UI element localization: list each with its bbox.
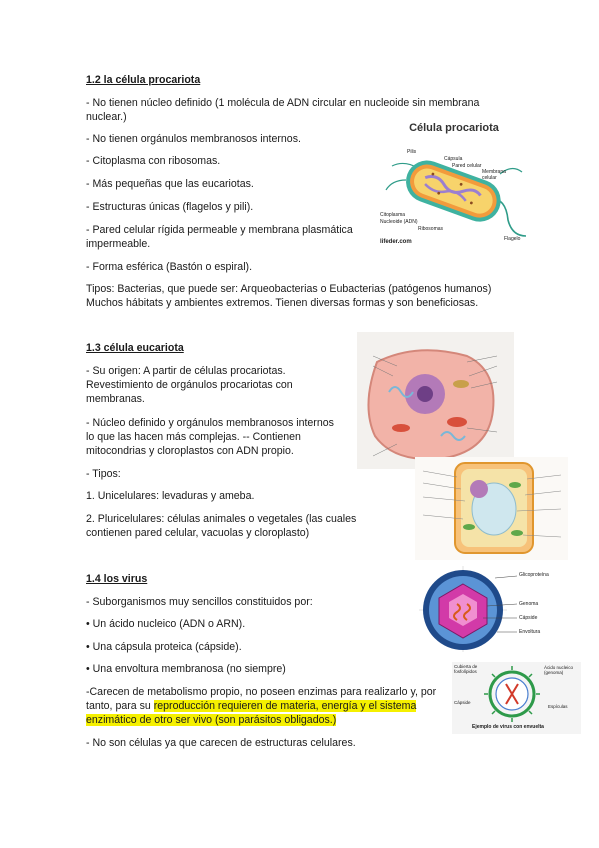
procariota-line-8b: Muchos hábitats y ambientes extremos. Ti… <box>86 297 479 309</box>
eucariota-line-4: 1. Unicelulares: levaduras y ameba. <box>86 490 255 502</box>
enveloped-virus-figure: Cubierta de fosfolípidos Ácido nucleico … <box>452 662 581 734</box>
label-pared: Pared celular <box>452 163 482 169</box>
virus-bullet-3: • Una envoltura membranosa (no siempre) <box>86 663 286 675</box>
procariota-line-7: - Forma esférica (Bastón o espiral). <box>86 261 253 273</box>
virus-line-2c: enzimático de otro ser vivo (son parásit… <box>86 713 337 727</box>
eucariota-line-5b: contienen pared celular, vacuolas y clor… <box>86 527 310 539</box>
section-heading-virus: 1.4 los virus <box>86 573 148 585</box>
virus-label-envoltura: Envoltura <box>519 629 541 635</box>
animal-cell-figure <box>357 332 514 469</box>
procariota-line-6b: impermeable. <box>86 238 151 250</box>
env-label-espiculas: Espículas <box>548 704 568 709</box>
label-nucleoide: Nucleoide (ADN) <box>380 219 418 225</box>
section-heading-eucariota: 1.3 célula eucariota <box>86 342 184 354</box>
eucariota-line-2b: lo que las hacen más complejas. -- Conti… <box>86 431 301 443</box>
label-membrana: Membrana celular <box>482 169 506 181</box>
virus-label-glicoproteina: Glicoproteína <box>519 572 549 578</box>
eucariota-line-1b: Revestimiento de orgánulos procariotas c… <box>86 379 293 391</box>
virus-drawing <box>419 566 518 652</box>
env-label-capside: Cápside <box>454 700 471 705</box>
label-flagelo: Flagelo <box>504 236 521 242</box>
enveloped-virus-drawing <box>484 666 540 722</box>
virus-bullet-2: • Una cápsula proteica (cápside). <box>86 641 242 653</box>
virus-line-2b-plain: tanto, para su <box>86 700 154 712</box>
procariota-line-2: - No tienen orgánulos membranosos intern… <box>86 133 301 145</box>
animal-cell-drawing <box>367 349 498 460</box>
label-citoplasma: Citoplasma <box>380 212 406 218</box>
section-heading-procariota: 1.2 la célula procariota <box>86 74 201 86</box>
label-pilis: Pilis <box>407 149 417 155</box>
env-label-acido: Ácido nucleico (genoma) <box>544 665 574 675</box>
plant-cell-figure <box>415 457 568 560</box>
eucariota-line-5a: 2. Pluricelulares: células animales o ve… <box>86 513 357 525</box>
eucariota-line-1a: - Su origen: A partir de células procari… <box>86 365 286 377</box>
eucariota-line-2c: mitocondrias y cloroplastos con ADN prop… <box>86 445 294 457</box>
virus-label-capside: Cápside <box>519 615 538 621</box>
virus-line-2a: -Carecen de metabolismo propio, no posee… <box>86 686 437 698</box>
procariota-line-8a: Tipos: Bacterias, que puede ser: Arqueob… <box>86 283 492 295</box>
procariota-line-4: - Más pequeñas que las eucariotas. <box>86 178 254 190</box>
env-caption: Ejemplo de virus con envuelta <box>472 724 544 730</box>
virus-line-1: - Suborganismos muy sencillos constituid… <box>86 596 313 608</box>
procariota-line-1b: nuclear.) <box>86 111 127 123</box>
procariota-line-3: - Citoplasma con ribosomas. <box>86 155 221 167</box>
eucariota-line-3: - Tipos: <box>86 468 121 480</box>
virus-line-3: - No son células ya que carecen de estru… <box>86 737 356 749</box>
virus-line-2b: tanto, para su reproducción requieren de… <box>86 699 417 713</box>
eucariota-line-2a: - Núcleo definido y orgánulos membranoso… <box>86 417 334 429</box>
procariota-line-1a: - No tienen núcleo definido (1 molécula … <box>86 97 480 109</box>
highlighted-text: reproducción requieren de materia, energ… <box>153 700 417 712</box>
virus-figure: Glicoproteína Genoma Cápside Envoltura <box>417 566 567 652</box>
eucariota-line-1c: membranas. <box>86 393 145 405</box>
virus-bullet-1: • Un ácido nucleico (ADN o ARN). <box>86 618 246 630</box>
figure-title: Célula procariota <box>409 122 499 134</box>
figure-credit: lifeder.com <box>380 239 412 245</box>
label-capsula: Cápsula <box>444 156 463 162</box>
procariota-line-5: - Estructuras únicas (flagelos y pili). <box>86 201 254 213</box>
label-ribosomas: Ribosomas <box>418 226 444 232</box>
procariota-line-6a: - Pared celular rígida permeable y membr… <box>86 224 353 236</box>
highlighted-text-2: enzimático de otro ser vivo (son parásit… <box>86 714 337 726</box>
plant-cell-drawing <box>422 462 562 554</box>
env-label-cubierta: Cubierta de fosfolípidos <box>454 664 478 674</box>
prokaryote-cell-figure: Célula procariota Pilis Cápsula Pared ce… <box>378 122 530 254</box>
virus-label-genoma: Genoma <box>519 601 539 607</box>
prokaryote-cell-drawing <box>385 160 527 237</box>
